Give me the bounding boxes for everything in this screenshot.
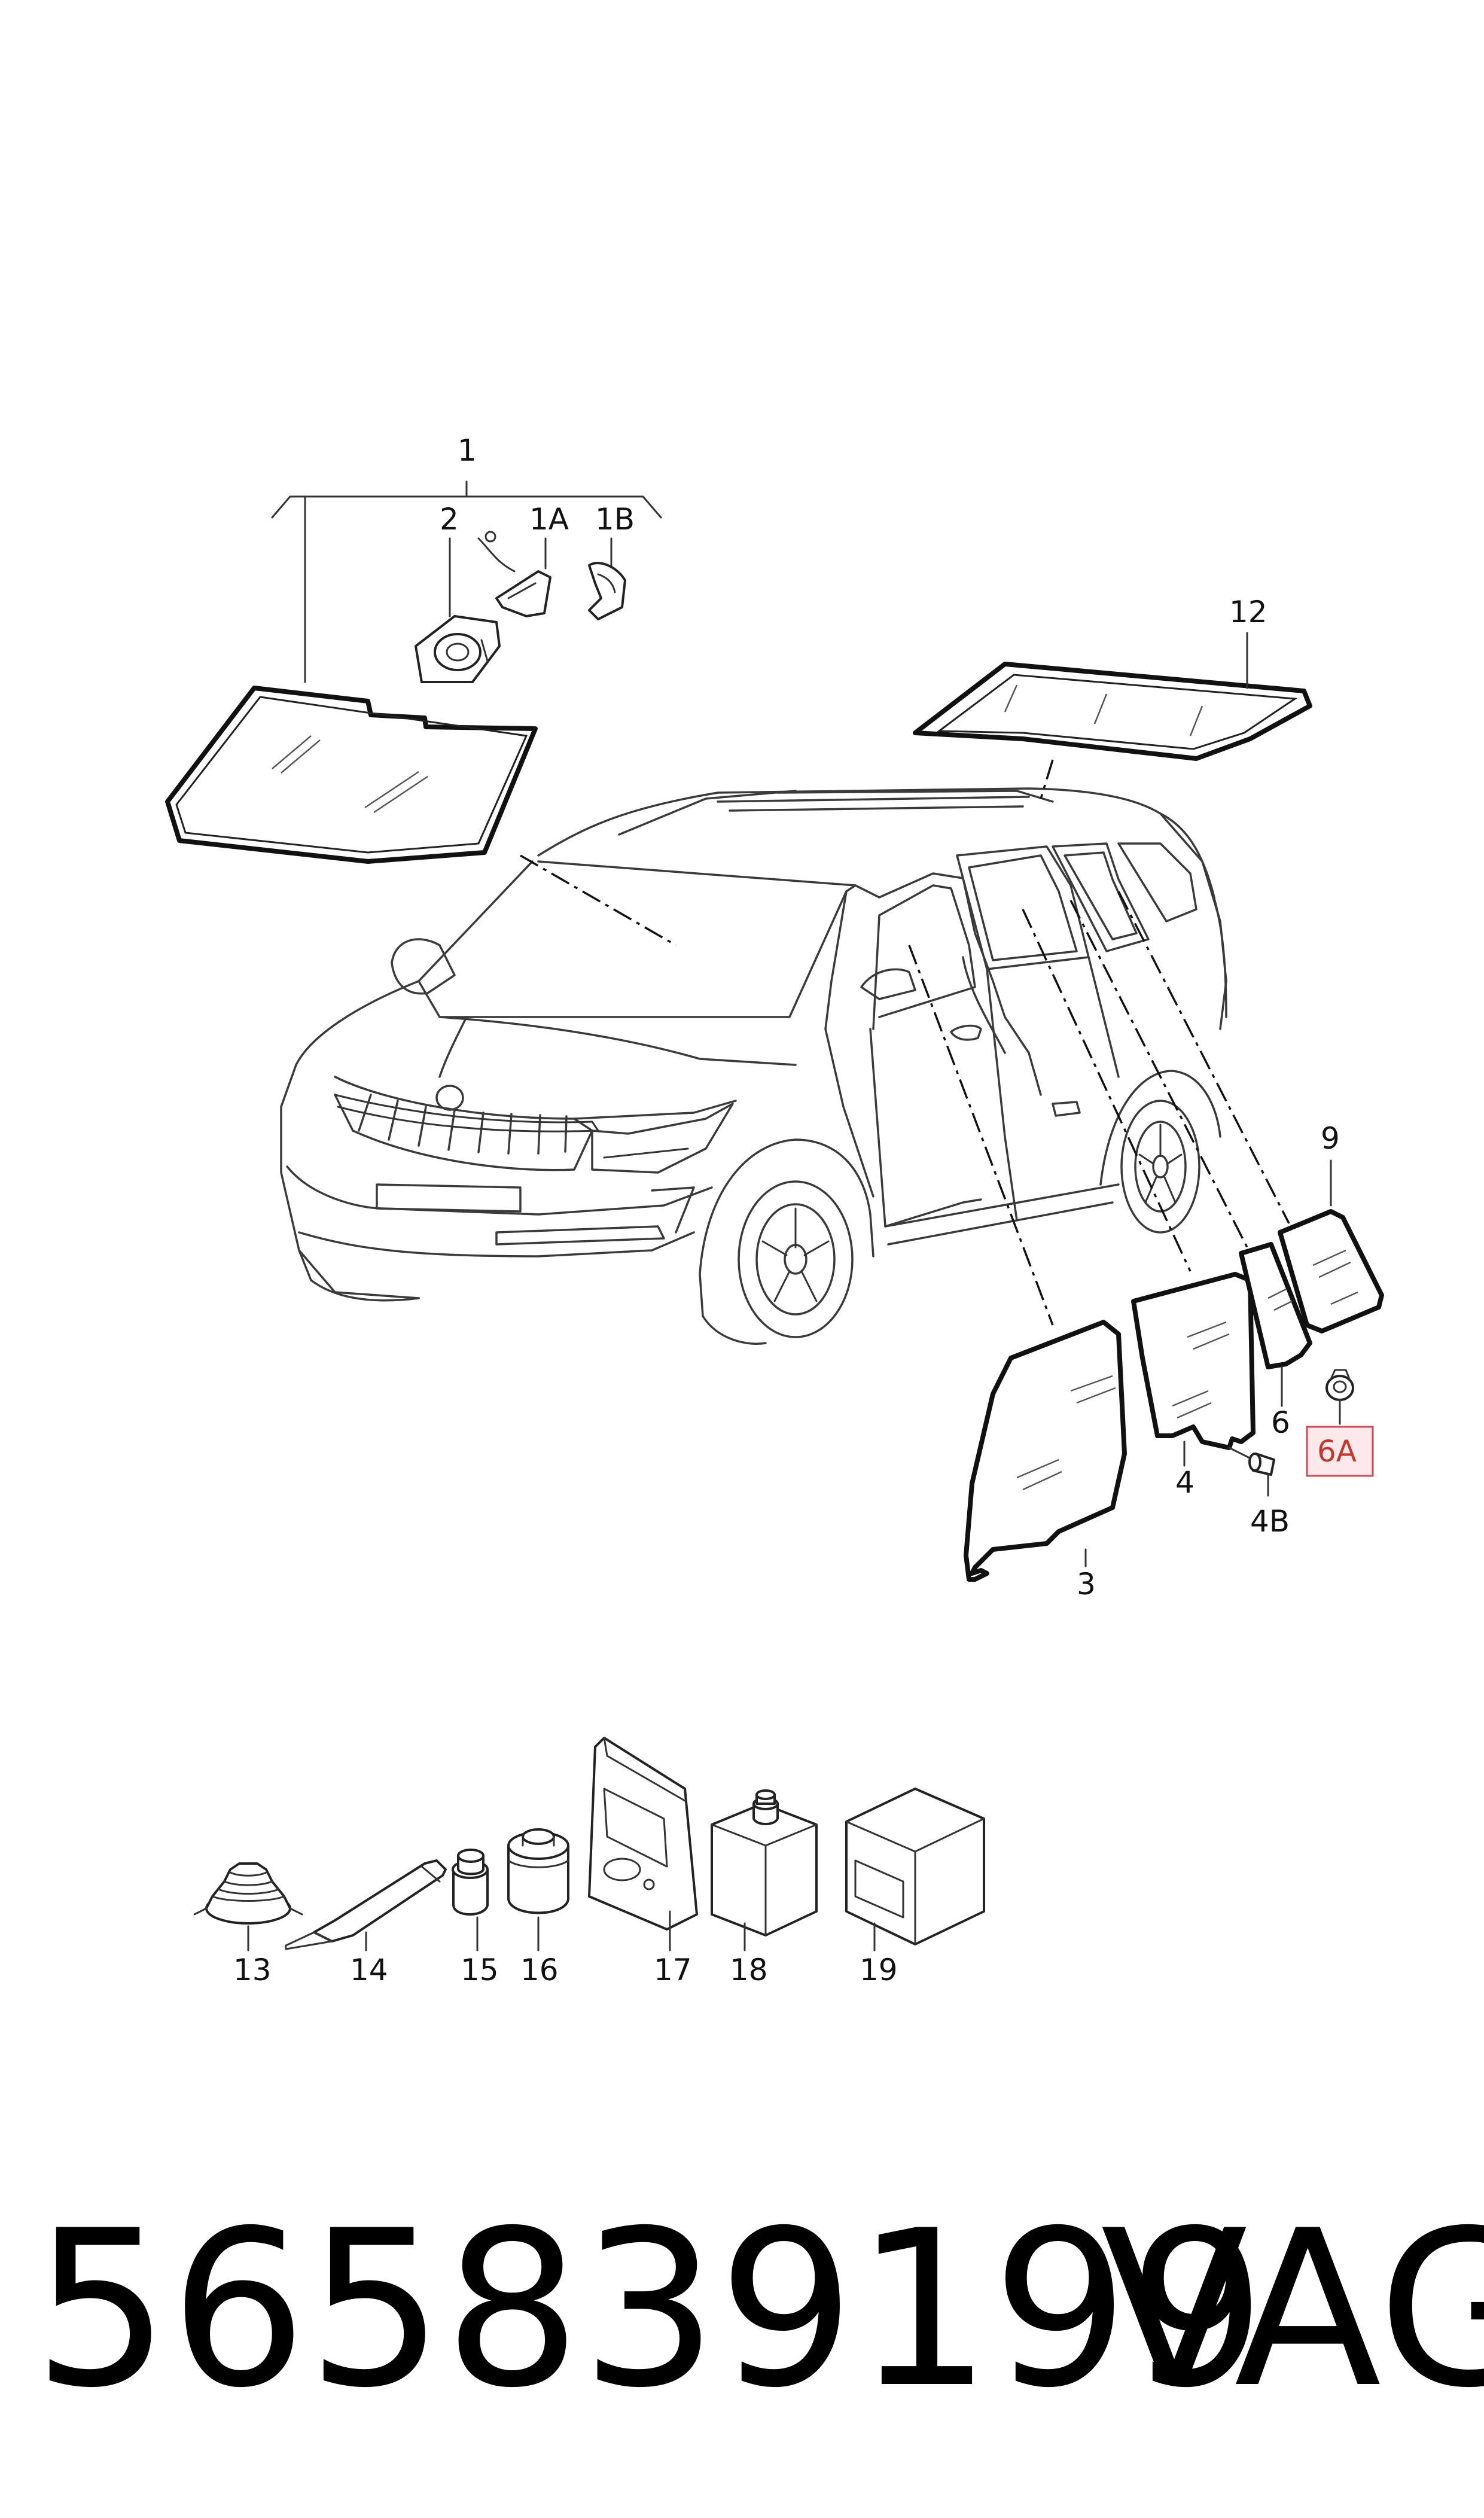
callout-1: 1 bbox=[458, 433, 477, 468]
callout-1-bracket bbox=[271, 480, 662, 683]
tube-part-14 bbox=[285, 1859, 447, 1950]
callout-4: 4 bbox=[1175, 1465, 1194, 1500]
bottle-part-18 bbox=[711, 1789, 818, 1937]
jar-part-15 bbox=[452, 1849, 489, 1916]
part-number: 565839199 bbox=[33, 2184, 1266, 2435]
callout-13: 13 bbox=[233, 1953, 272, 1987]
box-part-19 bbox=[845, 1788, 985, 1945]
rear-window-part-12 bbox=[913, 662, 1312, 761]
callout-15: 15 bbox=[461, 1953, 499, 1987]
callout-9: 9 bbox=[1321, 1121, 1340, 1156]
callout-6A: 6A bbox=[1317, 1434, 1357, 1469]
callout-18: 18 bbox=[730, 1953, 768, 1987]
cover-part-1B bbox=[588, 562, 626, 620]
callout-6A-highlight bbox=[1306, 1426, 1374, 1477]
windscreen-part-1 bbox=[165, 686, 538, 864]
callout-3: 3 bbox=[1077, 1567, 1096, 1601]
callout-12: 12 bbox=[1229, 595, 1267, 629]
callout-4B: 4B bbox=[1250, 1504, 1290, 1539]
callout-14: 14 bbox=[350, 1953, 388, 1987]
callout-1B: 1B bbox=[595, 502, 635, 537]
bracket-part-1A bbox=[477, 531, 551, 617]
clip-part-6A bbox=[1325, 1369, 1354, 1425]
front-door-glass-part-3 bbox=[964, 1320, 1127, 1582]
callout-2: 2 bbox=[440, 502, 459, 537]
callout-6: 6 bbox=[1271, 1405, 1290, 1440]
callout-17: 17 bbox=[654, 1953, 692, 1987]
callout-16: 16 bbox=[520, 1953, 559, 1987]
bellows-part-13 bbox=[193, 1862, 303, 1925]
fixed-glass-part-6 bbox=[1239, 1242, 1312, 1369]
brand-name: VAG bbox=[1101, 2184, 1484, 2435]
quarter-glass-part-9 bbox=[1278, 1209, 1384, 1333]
can-part-16 bbox=[507, 1828, 569, 1914]
rear-door-glass-part-4 bbox=[1131, 1272, 1256, 1450]
callout-1A: 1A bbox=[529, 502, 569, 537]
pouch-part-17 bbox=[588, 1737, 698, 1931]
bolt-part-4B bbox=[1228, 1447, 1275, 1497]
callout-19: 19 bbox=[860, 1953, 898, 1987]
sensor-part-2 bbox=[415, 615, 501, 683]
leader-lines bbox=[520, 759, 1290, 1326]
car-body bbox=[280, 787, 1227, 1345]
